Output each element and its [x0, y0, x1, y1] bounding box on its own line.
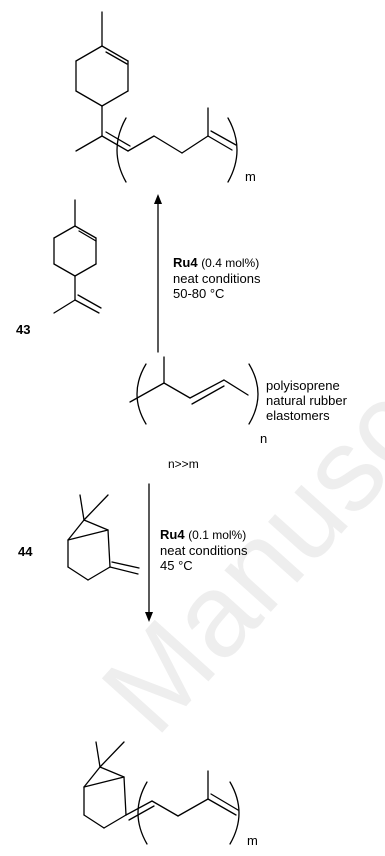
polymer-subscript-n: n	[260, 431, 268, 446]
compound-43-structure	[53, 199, 102, 314]
watermark-text: Manuscript	[77, 240, 385, 757]
polymer-description-line3: elastomers	[266, 408, 330, 423]
polyisoprene-structure	[129, 356, 259, 425]
compound-44-label: 44	[18, 544, 33, 559]
polymer-relation: n>>m	[168, 457, 199, 471]
top-subscript-m: m	[245, 169, 256, 184]
upper-conditions-line2: neat conditions	[173, 271, 261, 286]
upper-catalyst-loading: (0.4 mol%)	[201, 256, 260, 270]
lower-arrow-head	[145, 612, 153, 622]
lower-catalyst-loading: (0.1 mol%)	[188, 528, 247, 542]
upper-conditions: Ru4 (0.4 mol%) neat conditions 50-80 °C	[173, 255, 260, 301]
compound-43-label: 43	[16, 322, 31, 337]
upper-conditions-line3: 50-80 °C	[173, 286, 225, 301]
polymer-description: polyisoprene natural rubber elastomers	[266, 378, 347, 423]
compound-44-structure	[67, 494, 140, 581]
lower-conditions-line2: neat conditions	[160, 543, 248, 558]
bottom-subscript-m: m	[247, 833, 258, 848]
lower-catalyst-label: Ru4	[160, 527, 185, 542]
lower-conditions: Ru4 (0.1 mol%) neat conditions 45 °C	[160, 527, 247, 573]
top-product-structure	[75, 11, 238, 183]
upper-catalyst-label: Ru4	[173, 255, 198, 270]
bottom-product-structure	[83, 741, 240, 845]
polymer-description-line2: natural rubber	[266, 393, 347, 408]
lower-conditions-line3: 45 °C	[160, 558, 193, 573]
polymer-description-line1: polyisoprene	[266, 378, 340, 393]
upper-arrow-head	[154, 194, 162, 204]
